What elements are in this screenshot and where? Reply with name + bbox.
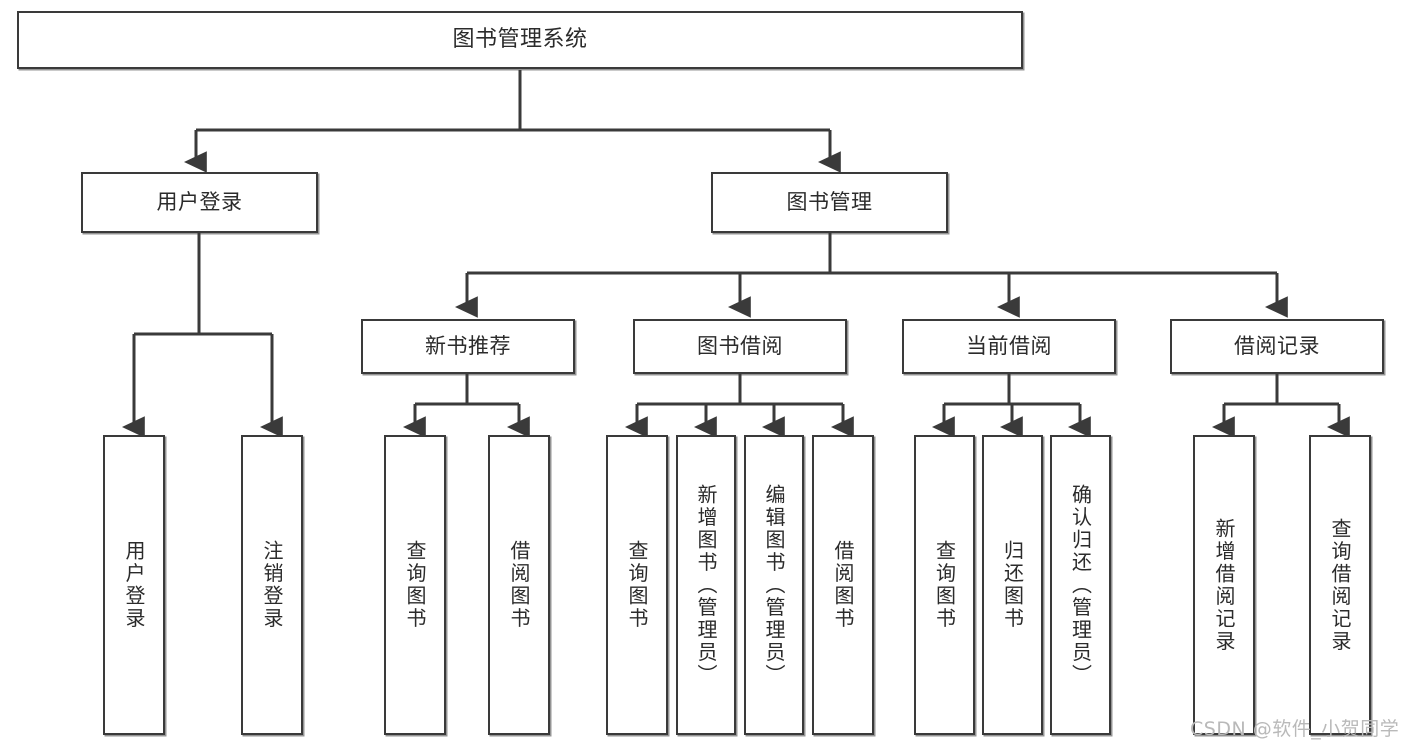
node-label: 新书推荐 (425, 334, 511, 359)
leaf-current-confirm-return[interactable]: 确认归还（管理员） (1050, 435, 1111, 735)
node-label: 借阅图书 (507, 540, 531, 630)
node-label: 查询借阅记录 (1328, 517, 1352, 653)
leaf-borrow-query-book[interactable]: 查询图书 (606, 435, 668, 735)
node-label: 当前借阅 (966, 334, 1052, 359)
leaf-newbook-query-book[interactable]: 查询图书 (384, 435, 446, 735)
node-label: 图书管理 (786, 190, 873, 215)
leaf-borrow-add-book[interactable]: 新增图书（管理员） (676, 435, 736, 735)
node-label: 查询图书 (932, 540, 957, 630)
node-label: 用户登录 (156, 190, 243, 215)
leaf-newbook-borrow-book[interactable]: 借阅图书 (488, 435, 550, 735)
leaf-borrow-edit-book[interactable]: 编辑图书（管理员） (744, 435, 804, 735)
leaf-current-query-book[interactable]: 查询图书 (914, 435, 975, 735)
node-label: 编辑图书（管理员） (762, 483, 786, 687)
leaf-user-login[interactable]: 用户登录 (103, 435, 165, 735)
node-label: 归还图书 (1000, 540, 1025, 630)
node-label: 借阅记录 (1234, 334, 1320, 359)
node-label: 确认归还（管理员） (1068, 483, 1093, 687)
leaf-record-add-record[interactable]: 新增借阅记录 (1193, 435, 1255, 735)
node-label: 查询图书 (625, 540, 649, 630)
leaf-user-logout[interactable]: 注销登录 (241, 435, 303, 735)
node-label: 注销登录 (260, 540, 284, 630)
node-label: 新增借阅记录 (1212, 517, 1236, 653)
node-label: 新增图书（管理员） (694, 483, 718, 687)
node-root-system[interactable]: 图书管理系统 (17, 11, 1023, 69)
node-label: 借阅图书 (831, 540, 855, 630)
node-user-login[interactable]: 用户登录 (81, 172, 318, 233)
node-new-book-recommend[interactable]: 新书推荐 (361, 319, 575, 374)
node-current-borrow[interactable]: 当前借阅 (902, 319, 1116, 374)
node-book-management[interactable]: 图书管理 (711, 172, 948, 233)
node-borrow-record[interactable]: 借阅记录 (1170, 319, 1384, 374)
node-label: 图书管理系统 (452, 27, 588, 53)
node-label: 图书借阅 (697, 334, 783, 359)
csdn-watermark: CSDN @软件_小贺同学 (1190, 718, 1400, 740)
leaf-record-query-record[interactable]: 查询借阅记录 (1309, 435, 1371, 735)
node-label: 用户登录 (122, 540, 146, 630)
node-label: 查询图书 (403, 540, 427, 630)
node-book-borrow[interactable]: 图书借阅 (633, 319, 847, 374)
leaf-current-return-book[interactable]: 归还图书 (982, 435, 1043, 735)
leaf-borrow-borrow-book[interactable]: 借阅图书 (812, 435, 874, 735)
